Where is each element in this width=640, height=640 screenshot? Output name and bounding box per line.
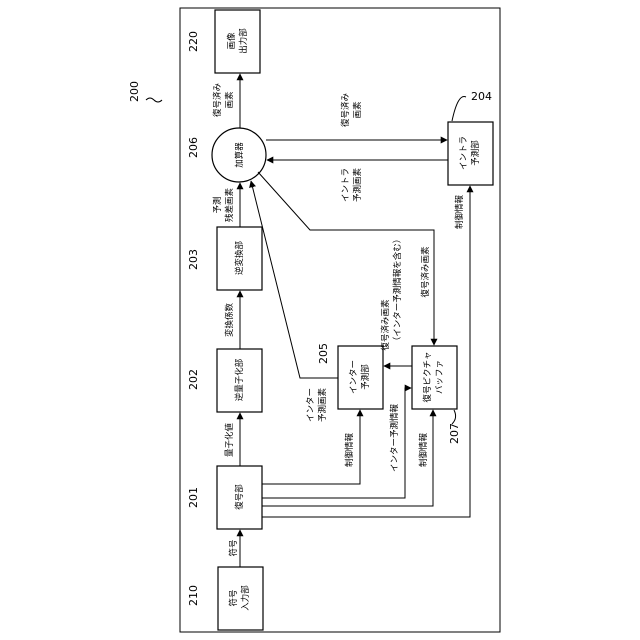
ref-220: 220 — [187, 31, 200, 52]
block-201: 復号部 — [217, 466, 262, 529]
svg-text:逆量子化部: 逆量子化部 — [234, 358, 245, 401]
signal-to-dpb: 復号済み画素 — [420, 246, 431, 298]
ref-201: 201 — [187, 487, 200, 508]
system-ref-label: 200 — [128, 81, 141, 102]
block-205: インター 予測部 — [338, 346, 383, 409]
ref-207: 207 — [448, 423, 461, 444]
signal-coef: 変換係数 — [224, 303, 235, 338]
svg-text:符号: 符号 — [228, 589, 239, 606]
svg-text:予測部: 予測部 — [360, 364, 371, 390]
ref-202: 202 — [187, 369, 200, 390]
system-ref-leader — [146, 98, 162, 102]
signal-inter-pix-2: 予測画素 — [317, 388, 328, 423]
signal-ctrl-205: 制御情報 — [344, 433, 355, 468]
signal-intra-pix-2: 予測画素 — [352, 168, 363, 203]
signal-ctrl-207: 制御情報 — [418, 433, 429, 468]
block-206-adder: 加算器 — [212, 128, 266, 182]
block-204: イントラ 予測部 — [448, 122, 493, 185]
arrow-201-to-207-interinfo — [262, 388, 411, 498]
ref-204: 204 — [471, 90, 492, 103]
svg-text:バッファ: バッファ — [435, 360, 445, 394]
signal-quant: 量子化値 — [224, 423, 235, 458]
block-202: 逆量子化部 — [217, 349, 262, 412]
svg-text:加算器: 加算器 — [234, 142, 245, 168]
signal-out-1: 復号済み — [212, 83, 223, 118]
ref-205: 205 — [317, 343, 330, 364]
signal-dpb-to-inter-1: 復号済み画素 — [380, 299, 391, 351]
signal-inter-pix-1: インター — [306, 388, 316, 422]
block-207: 復号ピクチャ バッファ — [412, 346, 457, 409]
svg-text:入力部: 入力部 — [240, 585, 251, 611]
signal-to-intra-1: 復号済み — [340, 93, 351, 128]
signal-inter-info: インター予測情報 — [389, 404, 400, 473]
block-210: 符号 入力部 — [218, 567, 263, 630]
ref-210: 210 — [187, 585, 200, 606]
block-203: 逆変換部 — [217, 227, 262, 290]
signal-ctrl-204: 制御情報 — [454, 195, 465, 230]
ref-206: 206 — [187, 137, 200, 158]
svg-text:出力部: 出力部 — [238, 28, 249, 54]
ref-207-leader — [452, 410, 456, 424]
signal-to-intra-2: 画素 — [352, 101, 363, 119]
signal-out-2: 画素 — [224, 91, 235, 109]
svg-text:復号部: 復号部 — [234, 484, 245, 510]
svg-text:逆変換部: 逆変換部 — [234, 241, 245, 276]
ref-204-leader — [452, 97, 466, 122]
signal-resid-2: 残差画素 — [224, 188, 235, 223]
svg-text:インター: インター — [349, 360, 359, 394]
svg-text:復号ピクチャ: 復号ピクチャ — [422, 352, 433, 403]
signal-intra-pix-1: イントラ — [341, 168, 351, 202]
signal-resid-1: 予測 — [212, 196, 223, 213]
block-220: 画像 出力部 — [215, 10, 260, 73]
svg-text:イントラ: イントラ — [459, 136, 469, 170]
svg-text:画像: 画像 — [226, 32, 237, 50]
ref-203: 203 — [187, 249, 200, 270]
signal-code: 符号 — [228, 539, 239, 556]
svg-text:予測部: 予測部 — [470, 140, 481, 166]
signal-dpb-to-inter-2: （インター予測情報を含む） — [392, 235, 403, 346]
